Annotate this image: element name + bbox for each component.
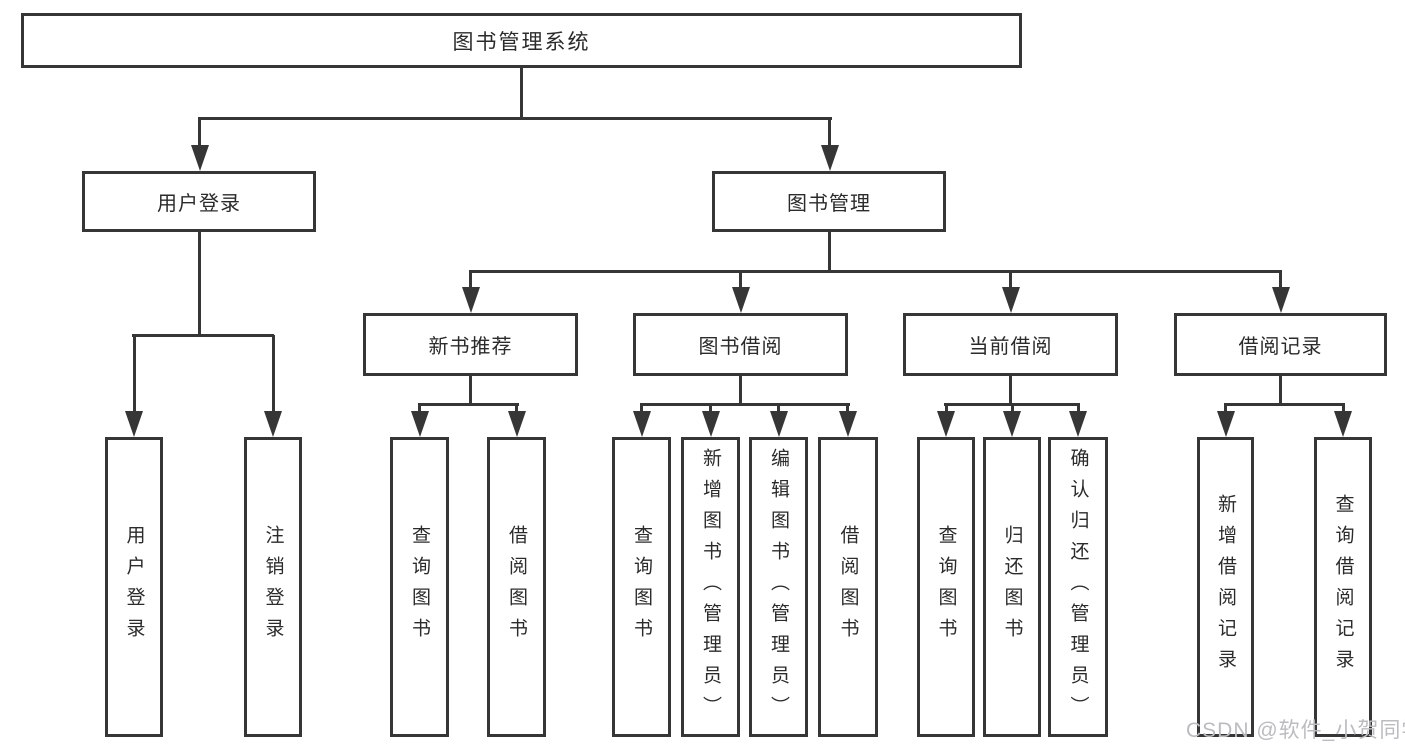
connector-line	[1009, 376, 1012, 405]
leaf-add-books-admin: 新增图书（管理员）	[681, 437, 740, 737]
leaf-query-books-current-label: 查询图书	[935, 525, 957, 649]
leaf-query-borrow-record: 查询借阅记录	[1314, 437, 1372, 737]
connector-line	[520, 68, 523, 118]
connector-line	[1279, 273, 1282, 288]
connector-line	[469, 376, 472, 405]
connector-line	[1342, 406, 1345, 412]
connector-line	[828, 118, 831, 145]
leaf-add-borrow-record-label: 新增借阅记录	[1215, 494, 1236, 680]
node-root-label: 图书管理系统	[452, 30, 591, 54]
connector-line	[640, 406, 643, 412]
leaf-return-books: 归还图书	[983, 437, 1041, 737]
connector-line	[945, 406, 948, 412]
connector-line	[739, 376, 742, 405]
leaf-edit-books-admin-label: 编辑图书（管理员）	[768, 447, 789, 727]
leaf-query-books-borrowing: 查询图书	[612, 437, 671, 737]
leaf-confirm-return-admin: 确认归还（管理员）	[1048, 437, 1108, 737]
arrow-down-icon	[937, 411, 955, 437]
node-borrowing-records: 借阅记录	[1174, 313, 1387, 376]
arrow-down-icon	[1272, 287, 1290, 313]
arrow-down-icon	[125, 411, 143, 437]
node-book-management: 图书管理	[712, 171, 946, 232]
connector-line	[777, 406, 780, 412]
leaf-query-books-recommend: 查询图书	[390, 437, 449, 737]
connector-line	[418, 403, 519, 406]
connector-line	[640, 403, 850, 406]
leaf-borrow-books-recommend-label: 借阅图书	[506, 525, 527, 649]
connector-line	[739, 273, 742, 288]
node-book-borrowing-label: 图书借阅	[698, 336, 783, 358]
leaf-logout: 注销登录	[244, 437, 302, 737]
node-borrowing-records-label: 借阅记录	[1238, 336, 1323, 358]
node-new-book-recommendation-label: 新书推荐	[428, 336, 513, 358]
connector-line	[198, 117, 832, 120]
connector-line	[846, 406, 849, 412]
leaf-borrow-books-recommend: 借阅图书	[487, 437, 546, 737]
connector-line	[198, 118, 201, 145]
leaf-query-books-recommend-label: 查询图书	[409, 525, 430, 649]
arrow-down-icon	[770, 411, 788, 437]
leaf-add-books-admin-label: 新增图书（管理员）	[700, 447, 721, 727]
connector-line	[133, 335, 136, 411]
connector-line	[1077, 406, 1080, 412]
arrow-down-icon	[839, 411, 857, 437]
node-root: 图书管理系统	[21, 13, 1022, 68]
connector-line	[828, 232, 831, 272]
connector-line	[1011, 406, 1014, 412]
connector-line	[709, 406, 712, 412]
arrow-down-icon	[633, 411, 651, 437]
arrow-down-icon	[508, 411, 526, 437]
connector-line	[1279, 376, 1282, 405]
arrow-down-icon	[821, 145, 839, 171]
leaf-query-books-current: 查询图书	[917, 437, 975, 737]
connector-line	[272, 335, 275, 411]
connector-line	[515, 406, 518, 412]
connector-line	[1224, 406, 1227, 412]
connector-line	[944, 403, 1080, 406]
leaf-return-books-label: 归还图书	[1001, 525, 1023, 649]
leaf-borrow-books-borrowing-label: 借阅图书	[837, 525, 859, 649]
connector-line	[418, 406, 421, 412]
connector-line	[469, 270, 1282, 273]
arrow-down-icon	[732, 287, 750, 313]
arrow-down-icon	[1069, 411, 1087, 437]
connector-line	[198, 232, 201, 335]
node-book-management-label: 图书管理	[787, 193, 871, 215]
node-new-book-recommendation: 新书推荐	[363, 313, 578, 376]
arrow-down-icon	[191, 145, 209, 171]
arrow-down-icon	[702, 411, 720, 437]
node-current-borrowing: 当前借阅	[903, 313, 1118, 376]
arrow-down-icon	[411, 411, 429, 437]
leaf-query-borrow-record-label: 查询借阅记录	[1332, 494, 1354, 680]
arrow-down-icon	[1003, 411, 1021, 437]
node-current-borrowing-label: 当前借阅	[968, 336, 1053, 358]
connector-line	[1009, 273, 1012, 288]
node-book-borrowing: 图书借阅	[633, 313, 848, 376]
connector-line	[1224, 403, 1345, 406]
leaf-edit-books-admin: 编辑图书（管理员）	[749, 437, 808, 737]
leaf-query-books-borrowing-label: 查询图书	[631, 525, 652, 649]
arrow-down-icon	[1002, 287, 1020, 313]
leaf-add-borrow-record: 新增借阅记录	[1197, 437, 1254, 737]
node-user-login: 用户登录	[82, 171, 316, 232]
csdn-watermark: CSDN @软件_小贺同学	[1186, 719, 1405, 742]
arrow-down-icon	[264, 411, 282, 437]
leaf-borrow-books-borrowing: 借阅图书	[818, 437, 878, 737]
arrow-down-icon	[1217, 411, 1235, 437]
leaf-user-login-label: 用户登录	[123, 525, 145, 649]
connector-line	[132, 334, 274, 337]
arrow-down-icon	[462, 287, 480, 313]
arrow-down-icon	[1334, 411, 1352, 437]
leaf-confirm-return-admin-label: 确认归还（管理员）	[1067, 447, 1089, 727]
leaf-logout-label: 注销登录	[262, 525, 284, 649]
connector-line	[469, 273, 472, 288]
node-user-login-label: 用户登录	[157, 193, 241, 215]
leaf-user-login: 用户登录	[105, 437, 163, 737]
